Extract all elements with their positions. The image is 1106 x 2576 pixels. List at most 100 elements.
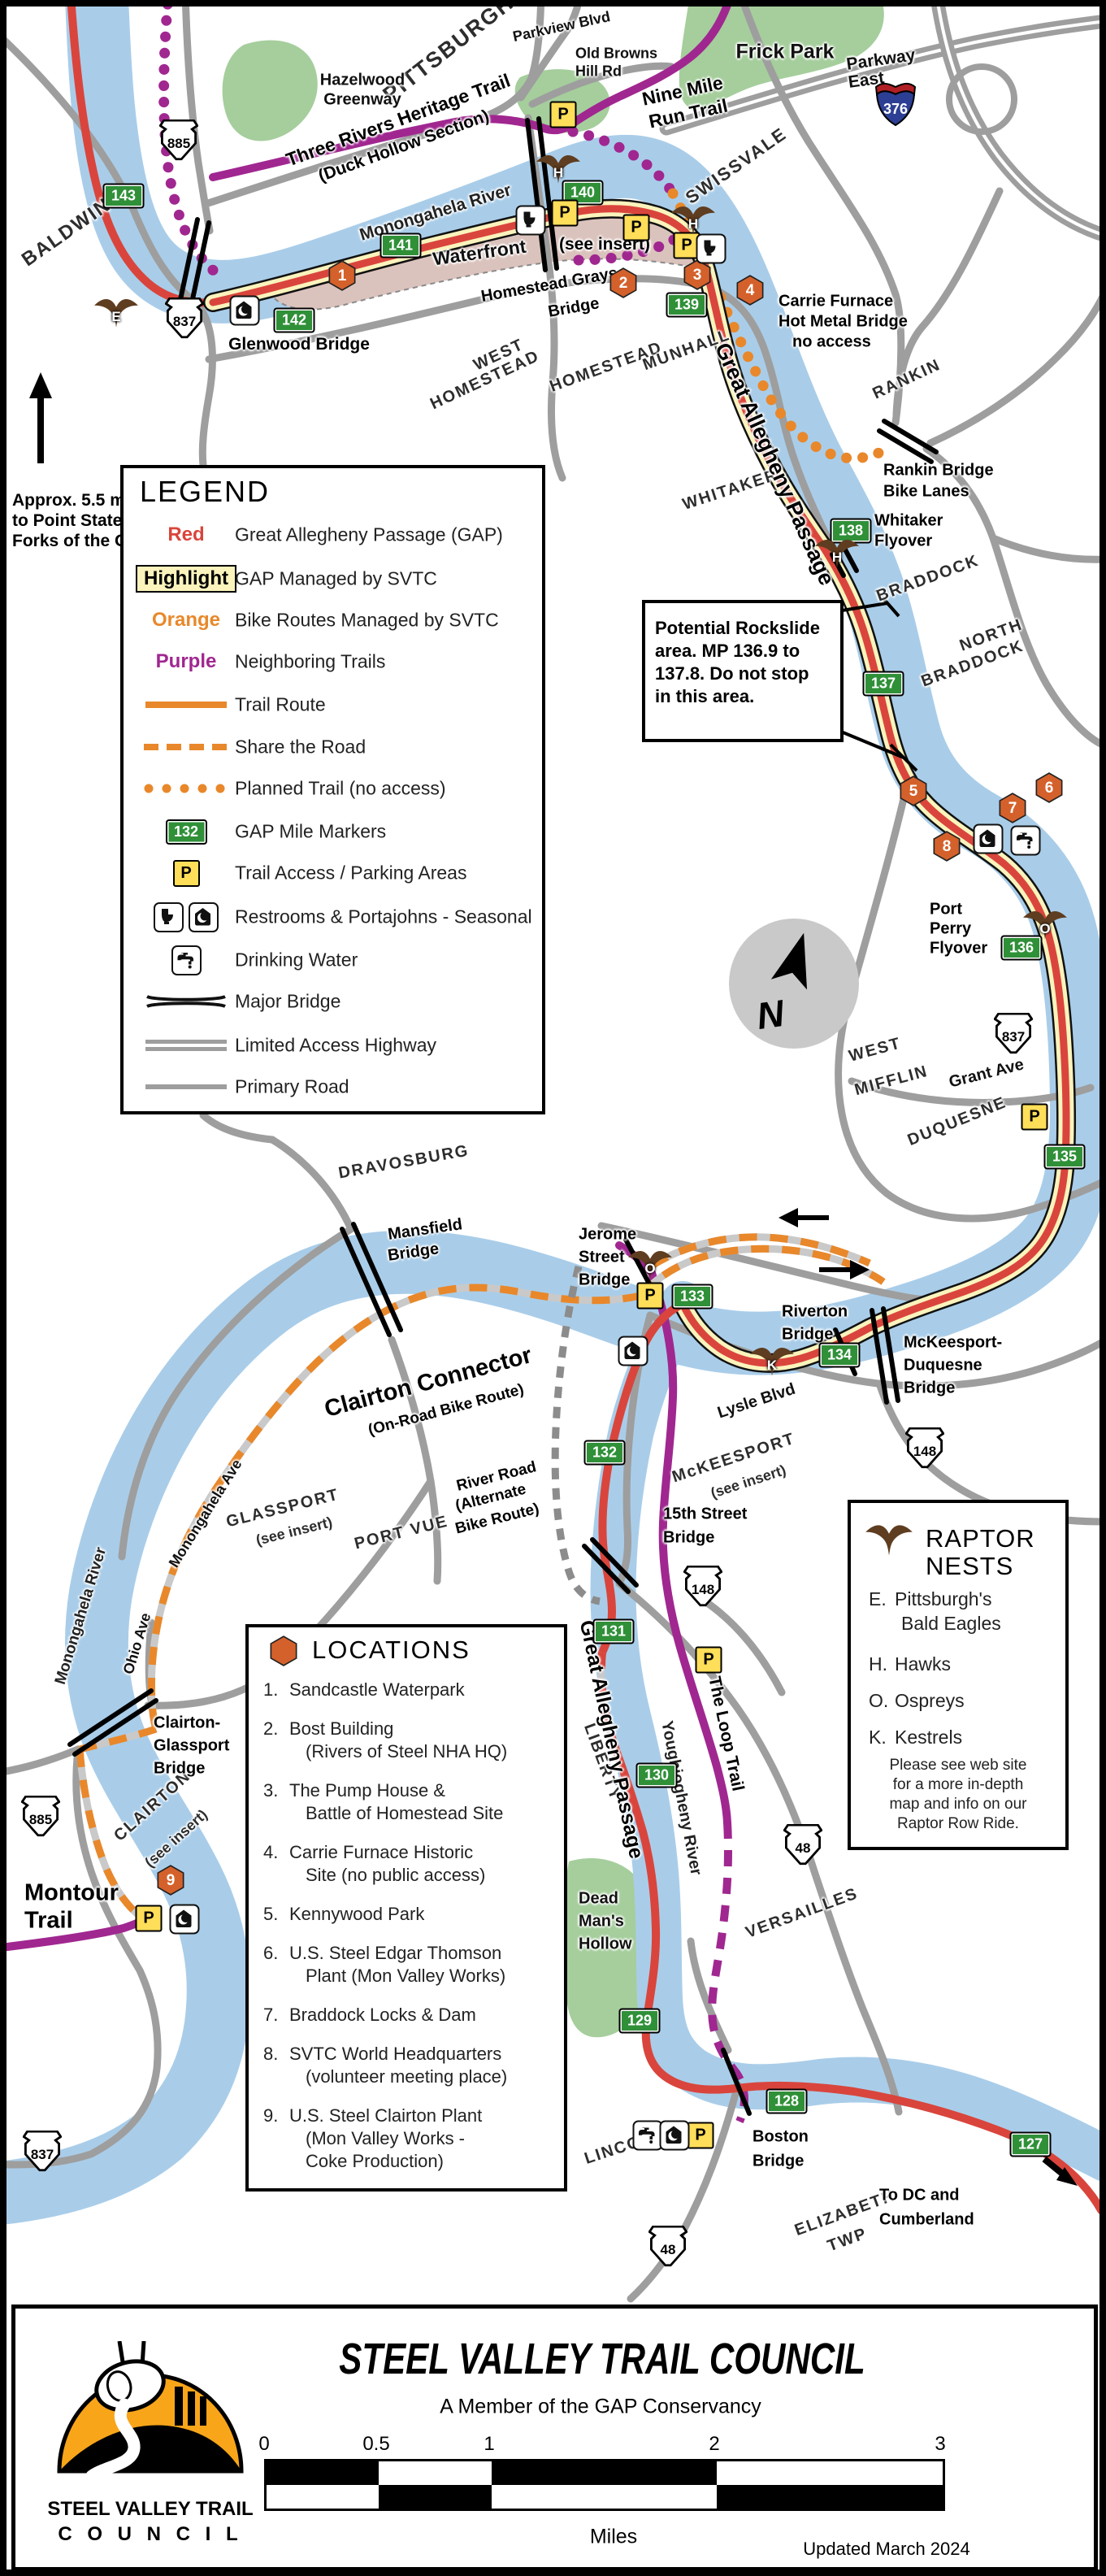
location-item-text: Sandcastle Waterpark: [289, 1679, 465, 1700]
location-item-number: 8.: [263, 2044, 279, 2064]
logo-text-line2: C O U N C I L: [58, 2523, 243, 2545]
scale-miles-label: Miles: [589, 2525, 638, 2548]
location-item-number: 5.: [263, 1904, 279, 1924]
legend-item-label: Neighboring Trails: [235, 650, 386, 672]
footer-title: STEEL VALLEY TRAIL COUNCIL: [339, 2335, 865, 2383]
scale-tick-label: 1: [484, 2433, 495, 2455]
location-item-number: 2.: [263, 1718, 279, 1739]
legend-swatch-word: Red: [167, 523, 205, 545]
footer-subtitle: A Member of the GAP Conservancy: [440, 2395, 761, 2418]
legend-item-label: GAP Managed by SVTC: [235, 567, 437, 589]
location-item-number: 3.: [263, 1780, 279, 1801]
scale-tick-label: 0.5: [362, 2433, 390, 2455]
mansfield-bridge-symbol: [340, 1222, 403, 1337]
location-item-text: Carrie Furnace Historic: [289, 1842, 474, 1862]
legend-item-label: Bike Routes Managed by SVTC: [235, 609, 499, 631]
frick-park-area: [679, 0, 884, 110]
raptor-note-line: Raptor Row Ride.: [897, 1815, 1019, 1832]
rockslide-warning-line: area. MP 136.9 to: [655, 641, 800, 661]
location-item-text: (volunteer meeting place): [306, 2066, 508, 2087]
compass-rose: [729, 919, 859, 1049]
location-item-number: 4.: [263, 1842, 279, 1862]
location-item-text: (Rivers of Steel NHA HQ): [306, 1741, 508, 1761]
legend-title: LEGEND: [140, 475, 271, 508]
raptor-item-text: Pittsburgh's: [895, 1588, 992, 1609]
clairton-connector-path: [76, 1233, 886, 1922]
nine-mile-run-trail-path: [565, 0, 734, 130]
location-item-text: Coke Production): [306, 2151, 444, 2171]
legend-row: Restrooms & Portajohns - Seasonal: [124, 899, 542, 935]
legend-swatch-restrooms: [137, 899, 236, 935]
raptor-item-text: Ospreys: [895, 1690, 965, 1711]
three-rivers-heritage-trail-path: [209, 115, 573, 181]
legend-row: Purple Neighboring Trails: [124, 644, 542, 680]
legend-row: Major Bridge: [124, 984, 542, 1019]
location-item-text: Battle of Homestead Site: [306, 1803, 504, 1823]
location-item-text: The Pump House &: [289, 1780, 445, 1801]
mckeesport-duquesne-bridge-symbol: [870, 1306, 900, 1405]
legend-item-label: GAP Mile Markers: [235, 820, 387, 842]
logo-text-line1: STEEL VALLEY TRAIL: [47, 2498, 254, 2520]
scale-tick-label: 0: [258, 2433, 270, 2455]
scale-bar-row: [267, 2461, 943, 2485]
legend-item-label: Drinking Water: [235, 949, 358, 971]
interchange-highway-median: [935, 0, 1106, 237]
parkway-east-highway-median: [665, 20, 1106, 130]
legend-swatch-hwy: [137, 1027, 236, 1063]
dead-mans-hollow-area: [564, 1858, 654, 2038]
scale-tick-label: 3: [935, 2433, 946, 2455]
scale-bar-segment: [491, 2461, 717, 2485]
rockslide-warning-line: in this area.: [655, 686, 755, 706]
scale-bar-segment: [716, 2461, 943, 2485]
raptor-item-key: O.: [869, 1690, 889, 1711]
legend-item-label: Major Bridge: [235, 990, 341, 1012]
scale-bar-segment: [267, 2485, 379, 2509]
raptor-note-line: map and info on our: [889, 1796, 1027, 1813]
raptor-item-key: H.: [869, 1653, 887, 1675]
legend-swatch-dotted: [137, 771, 236, 806]
location-item-number: 6.: [263, 1943, 279, 1963]
connector-direction-arrows: [779, 1208, 870, 1279]
location-item-text: Site (no public access): [306, 1865, 486, 1885]
legend-row: Planned Trail (no access): [124, 771, 542, 806]
raptor-item-text: Hawks: [895, 1653, 952, 1675]
scale-tick-label: 2: [709, 2433, 720, 2455]
scale-bar-segment: [379, 2485, 492, 2509]
legend-swatch-dashed: [137, 729, 236, 765]
legend-item-label: Planned Trail (no access): [235, 777, 446, 799]
river-road-alternate-path: [551, 1265, 601, 1605]
location-item-number: 1.: [263, 1679, 279, 1700]
location-item-text: U.S. Steel Edgar Thomson: [289, 1943, 502, 1963]
legend-swatch-marker: 132: [137, 814, 236, 849]
legend-row: Trail Route: [124, 687, 542, 723]
raptor-item-text: Bald Eagles: [901, 1613, 1001, 1634]
to-dc-arrow-icon: [1042, 2156, 1078, 2186]
legend-item-label: Trail Access / Parking Areas: [235, 862, 467, 884]
location-item-text: Plant (Mon Valley Works): [306, 1966, 506, 1986]
scale-bar-body: [264, 2459, 945, 2511]
location-item-text: (Mon Valley Works -: [306, 2128, 466, 2148]
raptor-box-title-1: RAPTOR: [926, 1524, 1035, 1553]
homestead-grays-bridge-symbol: [525, 116, 559, 272]
scale-bar-segment: [267, 2461, 379, 2485]
loop-trail-path: [648, 1269, 731, 1827]
location-item-text: Kennywood Park: [289, 1904, 425, 1924]
clairton-glassport-bridge-symbol: [67, 1688, 158, 1757]
planned-trail-nine-mile-path: [567, 126, 679, 199]
rockslide-warning-line: Potential Rockslide: [655, 618, 820, 638]
boston-bridge-symbol: [721, 2048, 752, 2116]
legend-item-label: Primary Road: [235, 1075, 349, 1097]
legend-swatch-word: Purple: [155, 650, 217, 672]
legend-swatch-water: [137, 942, 236, 978]
legend-swatch-highlight: Highlight: [136, 561, 236, 597]
